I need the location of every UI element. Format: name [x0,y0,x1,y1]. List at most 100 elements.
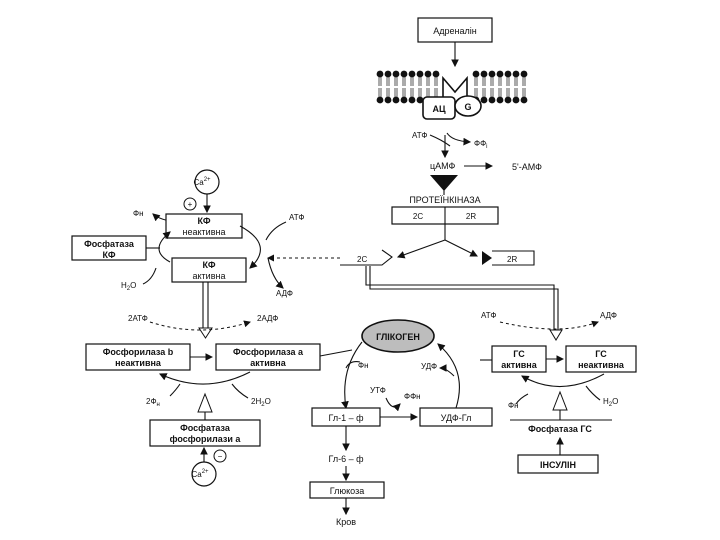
gs-inactive-box [565,345,637,373]
lipid-tail [490,77,494,86]
lipid-head [376,96,384,104]
phosphorylase-a-box [215,343,321,371]
gs-dephosphorylation-arc [521,373,605,388]
svg-text:Ca2+: Ca2+ [191,469,209,479]
kf-active-box [171,257,247,283]
pk-r-notch [482,251,492,265]
phosphatase-kf-box [71,235,147,261]
lipid-head [408,70,416,78]
amp5-label: 5'-АМФ [512,162,542,172]
lipid-head [400,96,408,104]
svg-text:Н2О: Н2О [121,281,136,292]
blood-label: Кров [336,517,356,527]
lipid-head [512,70,520,78]
svg-text:ФФі: ФФі [474,139,488,150]
lipid-head [512,96,520,104]
phosphorylase-a-line1: Фосфорилаза a [233,347,304,357]
pi2-label: 2Ф [146,397,157,406]
minus-circle [213,449,227,463]
h2o-gs-curve [585,385,601,401]
lipid-head [496,70,504,78]
lipid-tail [506,77,510,86]
lipid-tail [434,77,438,86]
h2o-gs-o: О [612,397,618,406]
phosphatase-kf-line1: Фосфатаза [84,239,135,249]
kf-active-line2: активна [193,271,226,281]
phosphatase-kf-line2: КФ [102,250,115,260]
glycogen-synthesis-arc [437,343,460,409]
lipid-tail [434,88,438,97]
lipid-head [400,70,408,78]
adp-kf-label: АДФ [276,289,293,298]
phosphatase-phos-box [149,419,261,447]
lipid-tail [522,77,526,86]
kf-dephosphorylation-arc [158,231,171,263]
lipid-tail [402,77,406,86]
kf-inactive-line2: неактивна [183,227,226,237]
lipid-tail [474,77,478,86]
lipid-head [416,96,424,104]
h2o-kf-curve [142,267,157,285]
lipid-head [392,96,400,104]
phosphorylase-b-line2: неактивна [115,358,162,368]
kf-phosphorylation-arc [239,225,261,269]
svg-text:Н2О: Н2О [603,397,618,408]
lipid-head [384,70,392,78]
lipid-tail [482,77,486,86]
lipid-head [496,96,504,104]
lipid-tail [474,88,478,97]
utp-curve [385,397,401,412]
pi2-subscript: н [157,402,160,408]
lipid-tail [410,88,414,97]
lipid-tail [506,88,510,97]
kf-inactive-box [165,213,243,239]
pi-glycogen-curve [345,361,361,369]
pk-c-label: 2C [413,212,423,221]
pi-gs-curve [515,393,529,405]
h2o-gs-subscript: 2 [609,402,613,408]
gs-phosphorylation-dashed [499,320,599,330]
plus-sign: + [188,200,193,209]
lipid-head [424,70,432,78]
h2o2-label: 2Н [251,397,261,406]
lipid-tail [426,77,430,86]
pk-to-gs-arrowhead [549,329,563,341]
ppi-subscript: і [486,144,487,150]
svg-text:2Фн: 2Фн [146,397,160,408]
adp-kf-curve [267,257,284,289]
g-protein-label: G [464,102,471,112]
lipid-tail [522,88,526,97]
h2o-kf-subscript: 2 [127,286,131,292]
ca-top-superscript: 2+ [204,177,211,183]
lipid-tail [418,88,422,97]
atp-kf-curve [265,221,287,241]
lipid-head [432,70,440,78]
lipid-tail [378,88,382,97]
camp-label: цАМФ [430,161,456,171]
utp-label: УТФ [370,386,386,395]
h2o2-curve [231,383,249,399]
lipid-tail [410,77,414,86]
udp-curve [438,364,455,377]
pk-split-left [396,239,446,259]
h2o2-subscript: 2 [261,402,265,408]
lipid-head [472,70,480,78]
lipid-head [392,70,400,78]
adrenaline-label: Адреналін [433,26,476,36]
phosphorylase-a-line2: активна [250,358,286,368]
atp-kf-label: АТФ [289,213,304,222]
gs-inactive-line1: ГС [595,349,607,359]
lipid-tail [514,77,518,86]
ppi2-label: ФФн [404,392,421,401]
lipid-head [520,70,528,78]
pk-r-shape [492,250,535,266]
lipid-tail [386,77,390,86]
atp-gs-label: АТФ [481,311,496,320]
gs-active-box [491,345,547,373]
udp-label: УДФ [421,362,437,371]
lipid-tail [498,88,502,97]
gl1p-label: Гл-1 – ф [328,413,364,423]
lipid-row-top [376,70,528,86]
pi-left-label: Фн [133,209,144,218]
